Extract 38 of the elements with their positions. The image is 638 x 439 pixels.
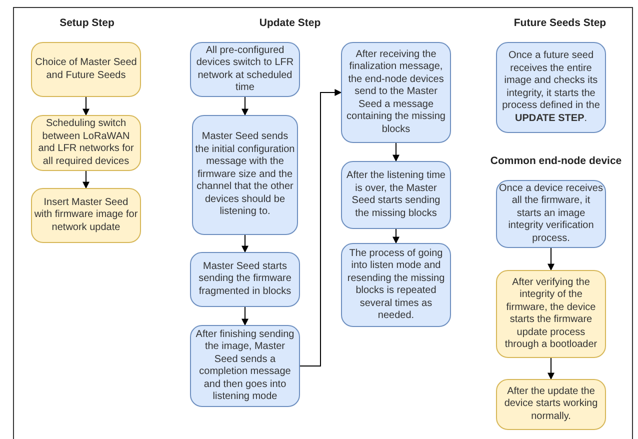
arrow bbox=[242, 306, 248, 326]
box-text: Master Seed starts sending the firmware fragmented in blocks bbox=[198, 260, 292, 298]
arrow bbox=[82, 170, 90, 189]
arrow bbox=[242, 96, 248, 116]
process-box bbox=[341, 42, 451, 143]
arrow bbox=[242, 234, 248, 253]
process-box bbox=[31, 42, 141, 97]
box-text: The process of going into listen mode and resending the missing blocks is repeated several times as needed. bbox=[346, 248, 446, 322]
arrow bbox=[548, 248, 554, 271]
box-text: After the update the device starts working normally. bbox=[503, 386, 599, 424]
process-box bbox=[190, 252, 300, 307]
box-text: Insert Master Seed with firmware image for network update bbox=[34, 196, 138, 234]
section-heading: Common end-node device bbox=[490, 155, 622, 167]
process-box bbox=[192, 115, 298, 235]
process-box bbox=[31, 188, 141, 243]
box-text: Once a future seed receives the entire image and checks its integrity, it starts the process defined in the UPDATE STEP. bbox=[501, 50, 601, 125]
arrow bbox=[392, 228, 400, 244]
arrow bbox=[82, 96, 90, 116]
process-box bbox=[496, 270, 606, 358]
box-text: After finishing sending the image, Master Seed sends a completion message and then goes into listening mode bbox=[194, 328, 296, 404]
box-text: After the listening time is over, the Master Seed starts sending the missing blocks bbox=[346, 170, 446, 220]
box-text: Once a device receives all the firmware, it starts an image integrity verification process. bbox=[499, 182, 603, 246]
box-text: After receiving the finalization message, the end-node devices send to the Master Seed a message containing the missing blocks bbox=[346, 48, 446, 136]
arrow bbox=[548, 358, 554, 380]
process-box bbox=[496, 42, 606, 133]
arrow bbox=[392, 142, 400, 162]
box-text: Choice of Master Seed and Future Seeds bbox=[34, 57, 138, 82]
section-heading: Setup Step bbox=[60, 17, 114, 29]
section-heading: Future Seeds Step bbox=[514, 17, 606, 29]
arrow bbox=[300, 89, 342, 366]
box-text: All pre-configured devices switch to LFR network at scheduled time bbox=[195, 44, 295, 94]
process-box bbox=[496, 379, 606, 430]
box-text: Master Seed sends the initial configuration message with the firmware size and the channel that the other devices should be listening to. bbox=[195, 131, 295, 219]
process-box bbox=[31, 115, 141, 171]
process-box bbox=[341, 161, 451, 229]
section-heading: Update Step bbox=[259, 17, 321, 29]
box-text: After verifying the integrity of the firmware, the device starts the firmware update process through a bootloader bbox=[504, 276, 598, 352]
box-text: Scheduling switch between LoRaWAN and LFR networks for all required devices bbox=[37, 118, 135, 168]
